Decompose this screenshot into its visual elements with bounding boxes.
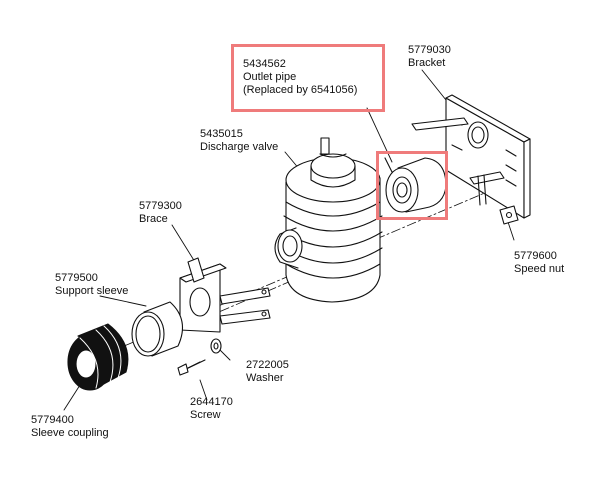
- label-sleeve-coupling: 5779400 Sleeve coupling: [31, 414, 109, 440]
- part-name: Bracket: [408, 57, 446, 69]
- part-number: 5434562: [243, 58, 286, 70]
- screw-part: [177, 359, 206, 376]
- label-washer: 2722005 Washer: [246, 359, 289, 385]
- sleeve-coupling-part: [67, 323, 129, 391]
- label-discharge-valve: 5435015 Discharge valve: [200, 128, 278, 154]
- part-name: Outlet pipe: [243, 71, 297, 83]
- outlet-pipe-part-highlight: [376, 151, 448, 220]
- part-name: Support sleeve: [55, 285, 129, 297]
- label-brace: 5779300 Brace: [139, 200, 182, 226]
- leader-lines: [63, 69, 515, 411]
- support-sleeve-part: [131, 301, 184, 357]
- label-bracket: 5779030 Bracket: [408, 44, 451, 70]
- washer-part: [210, 338, 222, 354]
- label-screw: 2644170 Screw: [190, 396, 233, 422]
- part-number: 5779600: [514, 250, 557, 262]
- brace-part: [179, 257, 271, 333]
- part-name: Washer: [246, 372, 284, 384]
- part-name: Screw: [190, 409, 221, 421]
- outlet-pipe-label-highlight: [231, 44, 385, 112]
- discharge-valve-part: [274, 137, 383, 303]
- outlet-pipe-part: [384, 157, 447, 213]
- part-number: 2722005: [246, 359, 289, 371]
- part-number: 5779400: [31, 414, 74, 426]
- part-number: 5779030: [408, 44, 451, 56]
- part-name: Speed nut: [514, 263, 565, 275]
- part-note: (Replaced by 6541056): [243, 84, 358, 96]
- part-name: Discharge valve: [200, 141, 279, 153]
- part-name: Sleeve coupling: [31, 427, 109, 439]
- part-number: 5435015: [200, 128, 243, 140]
- part-name: Brace: [139, 213, 168, 225]
- part-number: 5779500: [55, 272, 98, 284]
- bracket-part: [411, 94, 531, 219]
- part-number: 2644170: [190, 396, 233, 408]
- label-outlet-pipe: 5434562 Outlet pipe (Replaced by 6541056…: [243, 58, 357, 97]
- label-speed-nut: 5779600 Speed nut: [514, 250, 564, 276]
- part-number: 5779300: [139, 200, 182, 212]
- label-support-sleeve: 5779500 Support sleeve: [55, 272, 128, 298]
- speed-nut-part: [499, 205, 519, 225]
